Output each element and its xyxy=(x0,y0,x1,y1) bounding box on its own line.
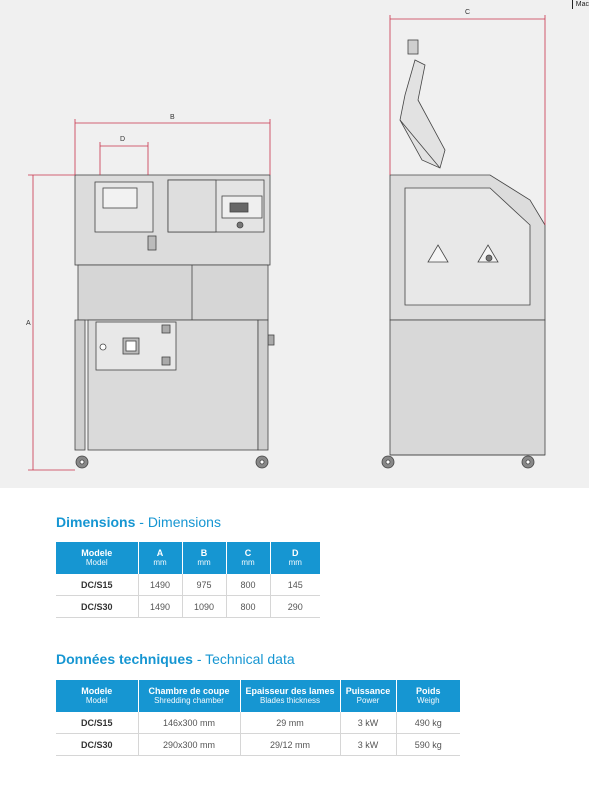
cell-d: 290 xyxy=(270,595,320,618)
cell-b: 975 xyxy=(182,574,227,596)
cell-chamber: 290x300 mm xyxy=(138,733,241,756)
cell-model: DC/S15 xyxy=(56,712,139,734)
cell-model: DC/S30 xyxy=(56,595,139,618)
corner-tag: Mac xyxy=(571,0,589,9)
dimensions-title-en: Dimensions xyxy=(147,514,221,530)
technical-title-fr: Données techniques xyxy=(56,651,193,667)
side-view xyxy=(381,39,546,469)
cell-c: 800 xyxy=(226,595,271,618)
table-row: DC/S15 1490 975 800 145 xyxy=(56,574,320,596)
table-row: DC/S15 146x300 mm 29 mm 3 kW 490 kg xyxy=(56,712,460,734)
machine-drawing-svg: A B D C xyxy=(26,9,546,471)
cell-c: 800 xyxy=(226,574,271,596)
dim-b-label: B xyxy=(170,114,175,121)
dimensions-title-fr: Dimensions xyxy=(56,514,136,530)
cell-power: 3 kW xyxy=(340,712,397,734)
front-view xyxy=(74,174,275,469)
table-row: DC/S30 290x300 mm 29/12 mm 3 kW 590 kg xyxy=(56,733,460,756)
side-dimension-lines xyxy=(389,15,546,225)
cell-model: DC/S30 xyxy=(56,733,139,756)
cell-weight: 590 kg xyxy=(396,733,460,756)
cell-a: 1490 xyxy=(138,574,183,596)
cell-d: 145 xyxy=(270,574,320,596)
dim-c-label: C xyxy=(465,9,470,16)
dim-d-label: D xyxy=(120,136,125,143)
cell-blades: 29/12 mm xyxy=(240,733,341,756)
cell-model: DC/S15 xyxy=(56,574,139,596)
technical-drawing: Mac xyxy=(0,0,589,488)
technical-title: Données techniques - Technical data xyxy=(56,651,295,667)
front-dimension-lines xyxy=(28,119,271,471)
cell-b: 1090 xyxy=(182,595,227,618)
cell-a: 1490 xyxy=(138,595,183,618)
technical-title-en: Technical data xyxy=(205,651,295,667)
cell-chamber: 146x300 mm xyxy=(138,712,241,734)
cell-weight: 490 kg xyxy=(396,712,460,734)
cell-power: 3 kW xyxy=(340,733,397,756)
dimensions-title: Dimensions - Dimensions xyxy=(56,514,221,530)
table-row: DC/S30 1490 1090 800 290 xyxy=(56,595,320,618)
cell-blades: 29 mm xyxy=(240,712,341,734)
dim-a-label: A xyxy=(26,320,31,327)
